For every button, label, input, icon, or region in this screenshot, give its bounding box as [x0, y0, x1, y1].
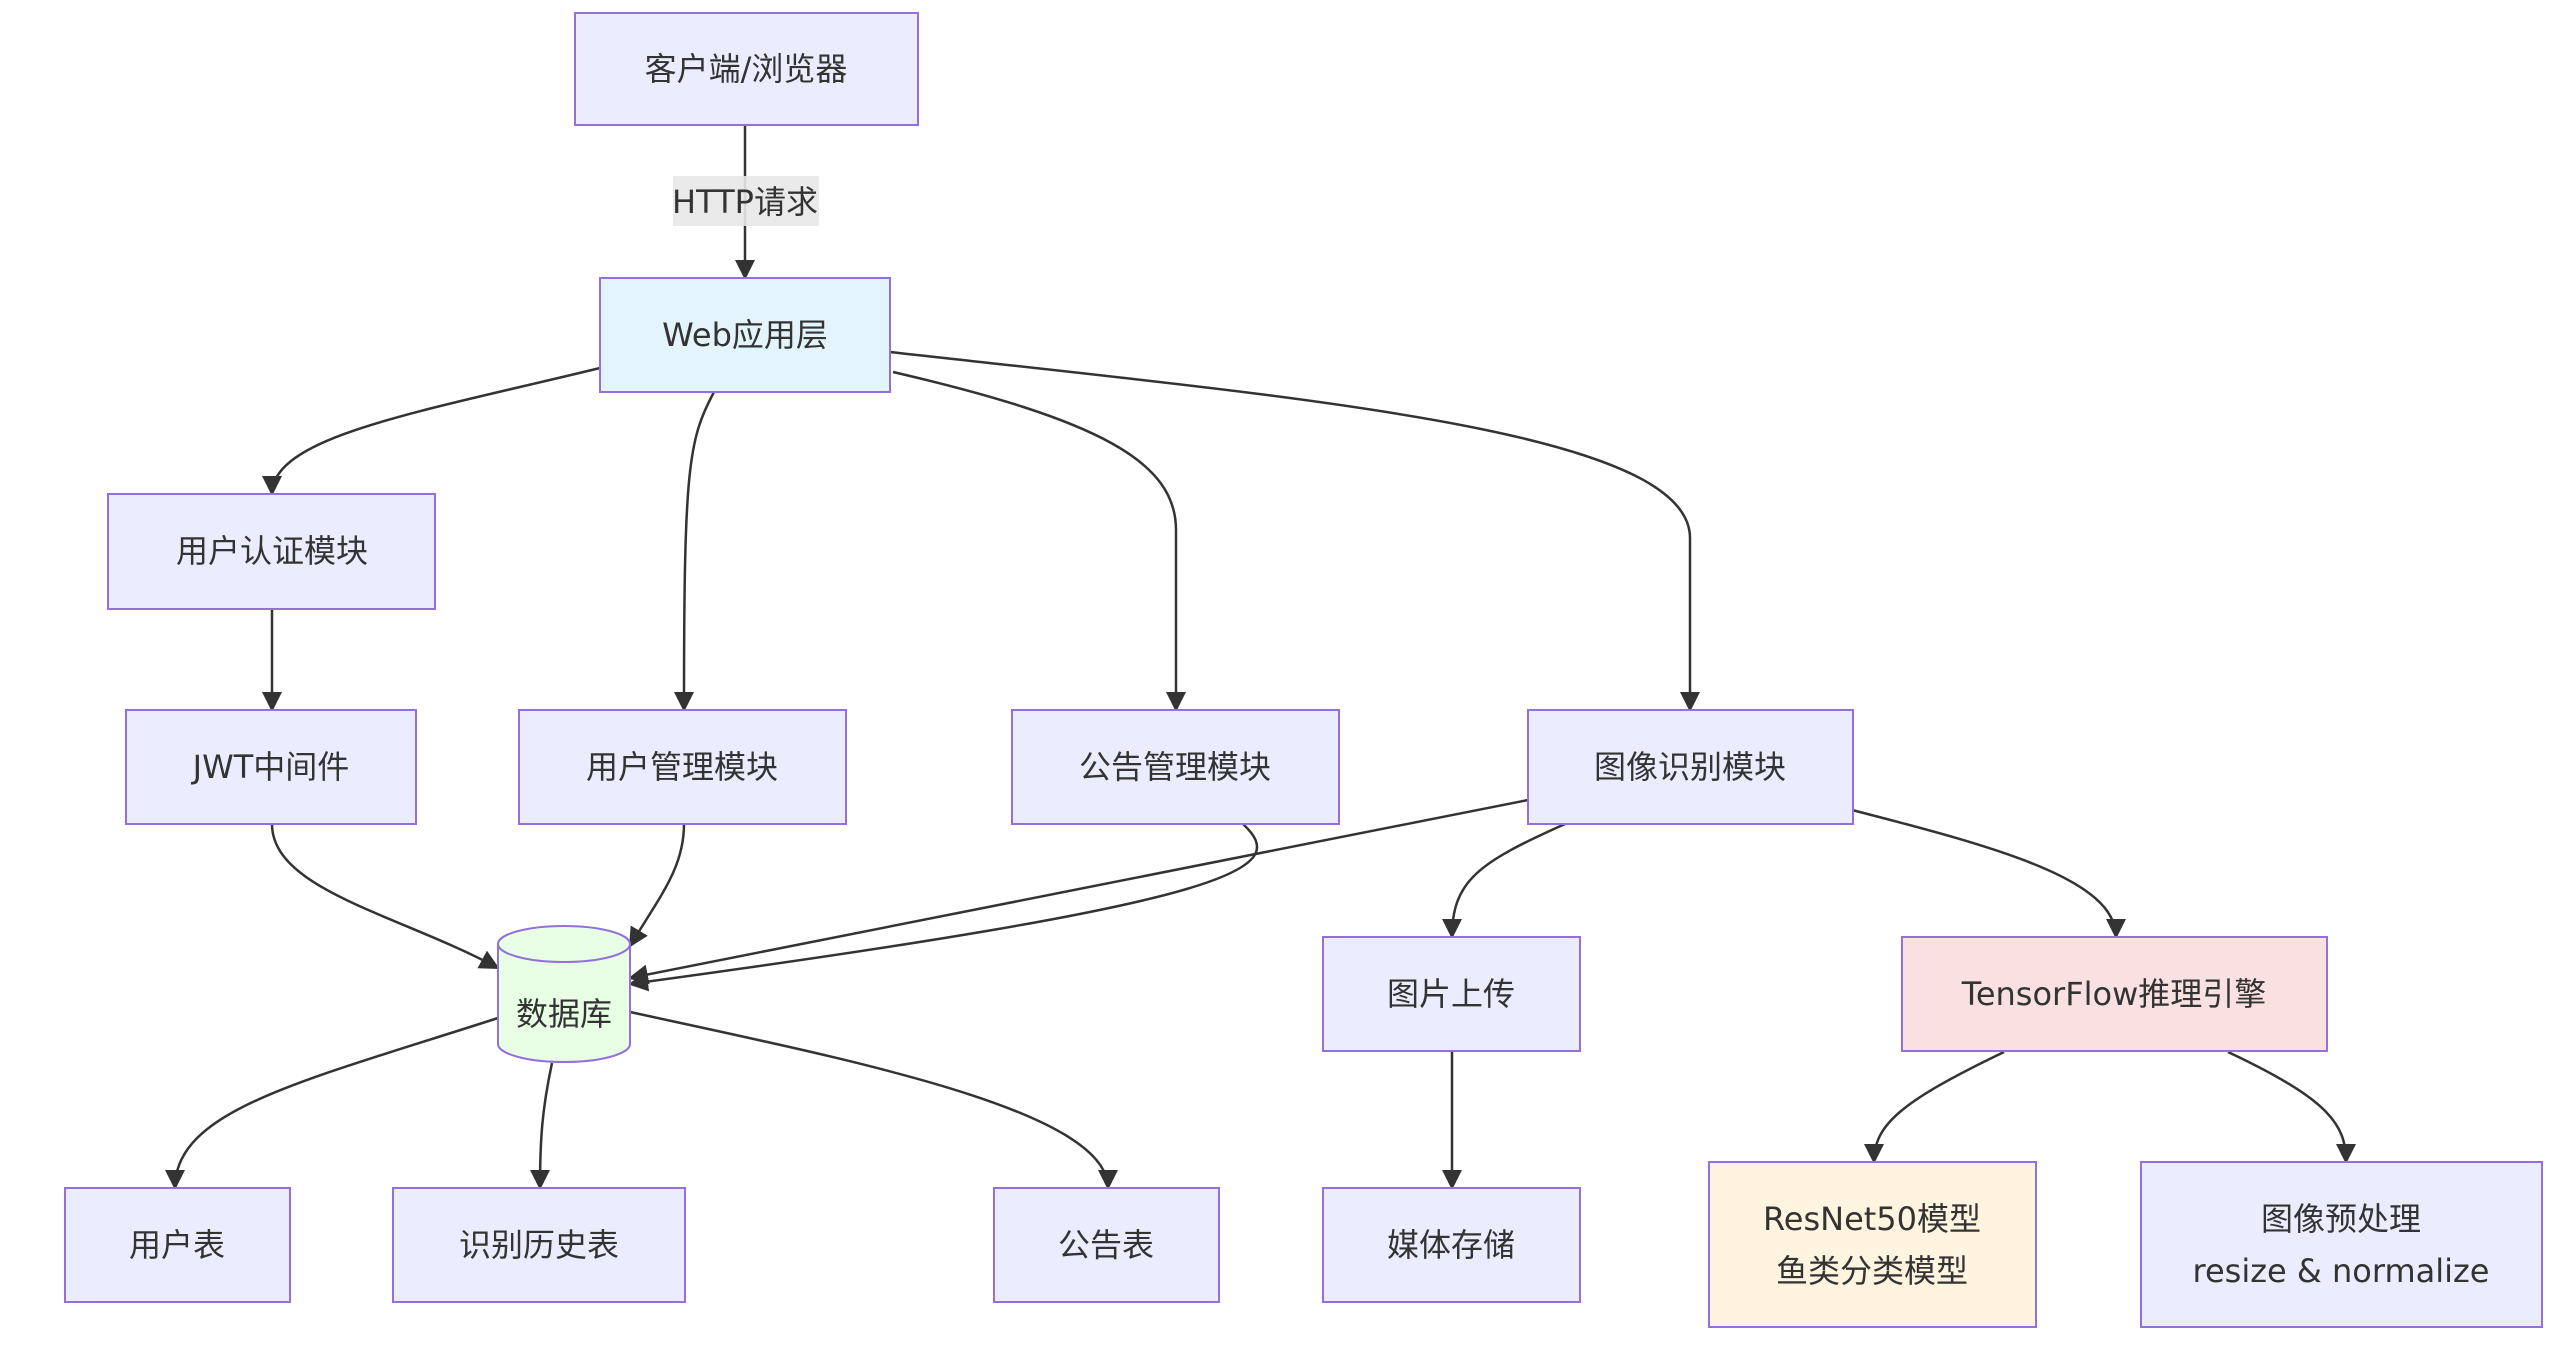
edge-image-upload	[1442, 822, 1566, 939]
edge-label-http-text: HTTP请求	[672, 183, 818, 221]
node-db[interactable]: 数据库	[497, 925, 631, 1063]
edge-db-usertable	[165, 1016, 499, 1190]
node-web-label: Web应用层	[662, 316, 828, 354]
node-noticetable-label: 公告表	[1058, 1226, 1154, 1264]
node-upload[interactable]: 图片上传	[1322, 936, 1581, 1052]
edge-db-noticetable	[629, 1010, 1118, 1190]
node-usermgmt-label: 用户管理模块	[586, 748, 778, 786]
node-auth-label: 用户认证模块	[176, 532, 368, 570]
edge-web-usermgmt	[674, 391, 716, 712]
node-client[interactable]: 客户端/浏览器	[574, 12, 919, 126]
node-image[interactable]: 图像识别模块	[1527, 709, 1854, 825]
node-web[interactable]: Web应用层	[599, 277, 891, 393]
node-jwt[interactable]: JWT中间件	[125, 709, 417, 825]
edge-label-bg	[673, 176, 819, 226]
edge-notice-db	[628, 823, 1259, 992]
db-cylinder-top	[497, 925, 631, 963]
edge-web-image	[889, 350, 1700, 712]
edge-web-notice	[892, 370, 1186, 712]
node-tf[interactable]: TensorFlow推理引擎	[1901, 936, 2328, 1052]
node-tf-label: TensorFlow推理引擎	[1961, 975, 2267, 1013]
node-resnet-line1: ResNet50模型	[1763, 1200, 1981, 1238]
node-auth[interactable]: 用户认证模块	[107, 493, 436, 610]
edge-tf-resnet	[1864, 1050, 2005, 1164]
node-db-label: 数据库	[516, 995, 612, 1033]
node-preprocess-line2: resize & normalize	[2193, 1252, 2490, 1290]
node-jwt-label: JWT中间件	[191, 748, 350, 786]
node-usertable[interactable]: 用户表	[64, 1187, 291, 1303]
node-history-label: 识别历史表	[459, 1226, 619, 1264]
node-history[interactable]: 识别历史表	[392, 1187, 686, 1303]
node-resnet[interactable]: ResNet50模型 鱼类分类模型	[1708, 1161, 2037, 1328]
edge-tf-preprocess	[2227, 1050, 2356, 1164]
node-usertable-label: 用户表	[129, 1226, 225, 1264]
node-image-label: 图像识别模块	[1594, 748, 1786, 786]
node-client-label: 客户端/浏览器	[645, 50, 848, 88]
db-cylinder-body	[497, 944, 631, 1063]
node-upload-label: 图片上传	[1387, 975, 1515, 1013]
edge-image-db	[628, 798, 1529, 985]
edge-label-http: HTTP请求	[672, 176, 819, 226]
edge-db-history	[530, 1062, 554, 1190]
nodes: 客户端/浏览器 Web应用层 用户认证模块 JWT中间件 用户管理模块 公告管理…	[64, 12, 2543, 1328]
edge-jwt-db	[270, 823, 500, 970]
node-usermgmt[interactable]: 用户管理模块	[518, 709, 847, 825]
node-media-label: 媒体存储	[1387, 1226, 1515, 1264]
node-notice[interactable]: 公告管理模块	[1011, 709, 1340, 825]
edge-image-tf	[1851, 808, 2126, 939]
node-preprocess-line1: 图像预处理	[2261, 1200, 2421, 1238]
node-media[interactable]: 媒体存储	[1322, 1187, 1581, 1303]
node-noticetable[interactable]: 公告表	[993, 1187, 1220, 1303]
node-preprocess[interactable]: 图像预处理 resize & normalize	[2140, 1161, 2543, 1328]
edge-usermgmt-db	[628, 823, 686, 948]
node-notice-label: 公告管理模块	[1079, 748, 1271, 786]
node-resnet-line2: 鱼类分类模型	[1776, 1252, 1968, 1290]
edge-web-auth	[262, 366, 601, 496]
edges	[165, 125, 2356, 1190]
